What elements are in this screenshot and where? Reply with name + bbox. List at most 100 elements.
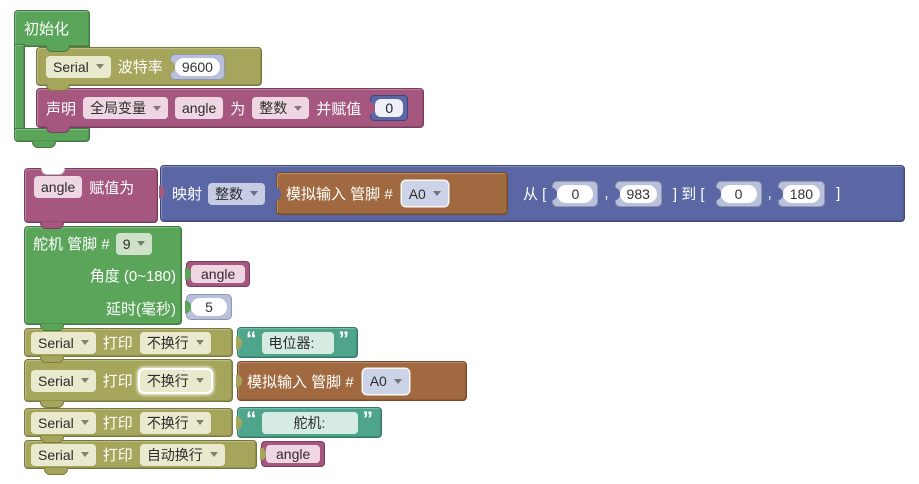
dropdown-caret-icon: [209, 452, 218, 457]
serial-port-value: Serial: [38, 334, 74, 351]
analog-pin-dropdown[interactable]: A0: [362, 368, 409, 394]
map-from-high-block[interactable]: 983: [613, 180, 662, 207]
map-to-high-input[interactable]: 180: [782, 184, 821, 203]
value-plug: [369, 101, 376, 115]
dropdown-caret-icon: [250, 191, 259, 196]
init-value-number-block[interactable]: 0: [369, 95, 409, 121]
map-from-label: 从 [: [523, 186, 547, 203]
serial-port-dropdown[interactable]: Serial: [31, 369, 96, 392]
dropdown-caret-icon: [80, 420, 89, 425]
variable-name-field[interactable]: angle: [175, 97, 224, 119]
init-block-spine: [14, 44, 25, 130]
value-plug: [168, 60, 175, 73]
baud-value-input[interactable]: 9600: [174, 57, 220, 76]
assign-block[interactable]: angle 赋值为: [24, 168, 158, 223]
baud-number-block[interactable]: 9600: [168, 53, 225, 80]
top-notch: [41, 168, 65, 175]
serial-port-value: Serial: [38, 372, 74, 389]
connector-tab: [46, 84, 70, 91]
string-block-2[interactable]: “ 舵机: ”: [236, 407, 382, 438]
newline-mode-dropdown[interactable]: 自动换行: [139, 443, 225, 466]
serial-port-value: Serial: [38, 414, 74, 431]
value-plug: [714, 187, 721, 200]
value-plug: [275, 187, 282, 200]
value-plug: [236, 416, 242, 429]
dropdown-caret-icon: [95, 64, 104, 69]
map-from-low-block[interactable]: 0: [551, 180, 599, 207]
serial-port-dropdown[interactable]: Serial: [31, 331, 96, 354]
map-block[interactable]: 映射 整数 模拟输入 管脚 # A0 从 [ 0 , 983 ] 到 [ 0: [159, 165, 905, 222]
init-block-header[interactable]: 初始化: [14, 10, 90, 47]
variable-scope-dropdown[interactable]: 全局变量: [83, 97, 169, 119]
servo-pin-dropdown[interactable]: 9: [115, 232, 153, 255]
connector-tab: [40, 401, 64, 408]
serial-port-dropdown[interactable]: Serial: [46, 55, 111, 78]
servo-delay-label: 延时(毫秒): [106, 301, 176, 318]
dropdown-caret-icon: [80, 452, 89, 457]
baud-label: 波特率: [117, 59, 163, 76]
newline-mode-dropdown[interactable]: 不换行: [139, 369, 211, 392]
serial-baud-block[interactable]: Serial 波特率 9600: [36, 47, 262, 86]
open-quote-icon: “: [246, 407, 257, 431]
declare-keyword: 声明: [46, 100, 77, 118]
newline-mode-dropdown[interactable]: 不换行: [139, 331, 211, 354]
analog-pin-value: A0: [408, 185, 426, 202]
analog-pin-dropdown[interactable]: A0: [401, 181, 448, 206]
map-to-high-block[interactable]: 180: [776, 180, 826, 207]
map-from-low-input[interactable]: 0: [557, 184, 594, 203]
print-variable-block[interactable]: angle: [260, 441, 326, 467]
map-type-dropdown[interactable]: 整数: [208, 182, 266, 205]
serial-port-value: Serial: [38, 446, 74, 463]
analog-input-block[interactable]: 模拟输入 管脚 # A0: [275, 172, 509, 215]
dropdown-caret-icon: [195, 378, 204, 383]
init-value-input[interactable]: 0: [375, 99, 404, 117]
mode-value: 自动换行: [146, 446, 203, 463]
newline-mode-dropdown[interactable]: 不换行: [139, 411, 211, 434]
print-label: 打印: [102, 415, 133, 432]
mode-value: 不换行: [146, 414, 189, 431]
serial-print-block-3[interactable]: Serial 打印 不换行: [24, 408, 233, 437]
init-block-title: 初始化: [24, 21, 70, 38]
string-text-value: 舵机:: [293, 414, 326, 431]
comma-label: ,: [767, 185, 772, 202]
analog-input-block-2[interactable]: 模拟输入 管脚 # A0: [236, 361, 467, 401]
servo-pin-value: 9: [122, 235, 131, 252]
string-block-1[interactable]: “ 电位器: ”: [236, 327, 358, 358]
dropdown-caret-icon: [294, 105, 303, 111]
serial-print-block-1[interactable]: Serial 打印 不换行: [24, 328, 233, 357]
string-text-field[interactable]: 电位器:: [261, 331, 334, 354]
variable-type-dropdown[interactable]: 整数: [252, 97, 310, 119]
map-to-low-block[interactable]: 0: [714, 180, 762, 207]
serial-port-value: Serial: [53, 58, 89, 75]
type-value: 整数: [259, 100, 288, 116]
declare-variable-block[interactable]: 声明 全局变量 angle 为 整数 并赋值 0: [36, 88, 424, 128]
dropdown-caret-icon: [153, 105, 162, 111]
connector-tab: [46, 45, 70, 52]
serial-port-dropdown[interactable]: Serial: [31, 411, 96, 434]
servo-delay-input[interactable]: 5: [191, 298, 227, 316]
dropdown-caret-icon: [195, 340, 204, 345]
assign-label: 并赋值: [316, 100, 362, 118]
servo-angle-variable-block[interactable]: angle: [185, 261, 251, 287]
value-plug: [236, 336, 242, 349]
servo-block[interactable]: 舵机 管脚 # 9 角度 (0~180) 延时(毫秒): [24, 226, 182, 325]
servo-delay-number-block[interactable]: 5: [185, 294, 232, 320]
map-keyword: 映射: [172, 186, 203, 203]
assign-variable-field[interactable]: angle: [34, 176, 83, 198]
serial-port-dropdown[interactable]: Serial: [31, 443, 96, 466]
map-from-high-input[interactable]: 983: [619, 184, 657, 203]
print-variable-value: angle: [266, 445, 321, 463]
string-text-field[interactable]: 舵机:: [261, 411, 358, 434]
print-label: 打印: [102, 335, 133, 352]
dropdown-caret-icon: [432, 191, 441, 196]
serial-print-block-2[interactable]: Serial 打印 不换行: [24, 359, 233, 402]
dropdown-caret-icon: [80, 378, 89, 383]
close-quote-icon: ”: [362, 407, 374, 431]
dropdown-caret-icon: [137, 241, 146, 246]
variable-name-value: angle: [182, 100, 217, 116]
map-to-low-input[interactable]: 0: [720, 184, 757, 203]
servo-angle-label: 角度 (0~180): [89, 268, 176, 285]
serial-print-block-4[interactable]: Serial 打印 自动换行: [24, 440, 257, 469]
mode-value: 不换行: [146, 372, 189, 389]
analog-pin-value: A0: [369, 373, 387, 389]
